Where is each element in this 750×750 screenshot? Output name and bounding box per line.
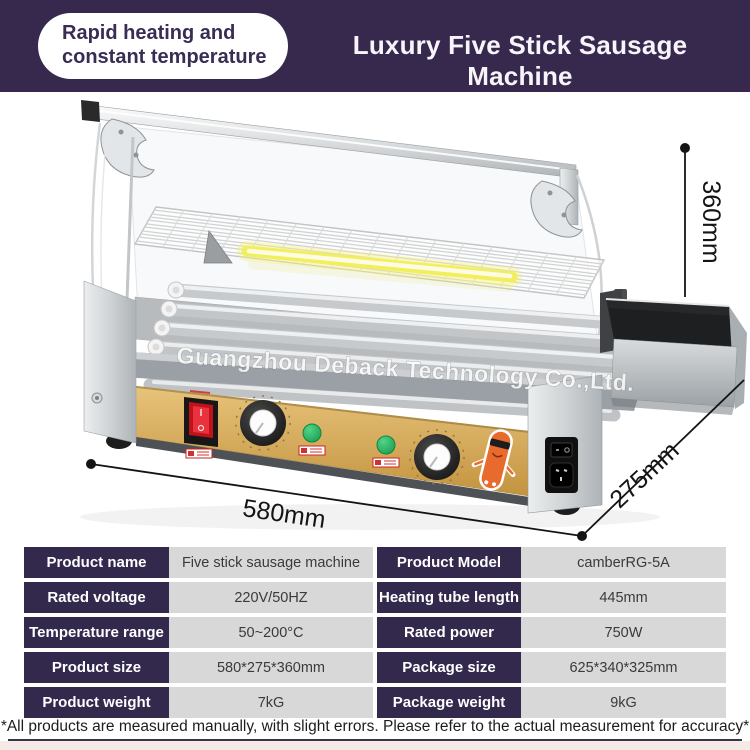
table-row: Rated power 750W (377, 617, 726, 648)
green-indicator (376, 435, 396, 455)
spec-label: Temperature range (24, 617, 169, 648)
warning-sticker (298, 445, 326, 456)
temperature-knob (235, 395, 291, 451)
depth-dimension-label: 275mm (605, 436, 685, 513)
spec-label: Product weight (24, 687, 169, 718)
bottom-divider (8, 739, 742, 741)
table-row: Rated voltage 220V/50HZ (24, 582, 373, 613)
spec-label: Product Model (377, 547, 521, 578)
drawer (600, 289, 747, 415)
spec-label: Package weight (377, 687, 521, 718)
spec-label: Heating tube length (377, 582, 521, 613)
header-banner: Rapid heating and constant temperature L… (0, 0, 750, 92)
depth-dimension-line (581, 379, 745, 537)
table-row: Package size 625*340*325mm (377, 652, 726, 683)
feature-badge-line2: constant temperature (62, 46, 267, 68)
sausage-mascot-sticker (471, 429, 516, 491)
spec-value: 580*275*360mm (169, 652, 373, 683)
machine-body: Guangzhou Deback Technology Co.,Ltd. (80, 241, 747, 530)
spec-table-left: Product name Five stick sausage machine … (24, 547, 373, 722)
heating-tube (237, 241, 522, 292)
roller (169, 283, 619, 330)
spec-value: 220V/50HZ (169, 582, 373, 613)
product-photo: Guangzhou Deback Technology Co.,Ltd. 360… (0, 85, 750, 547)
temperature-knob (409, 429, 465, 485)
spec-label: Rated voltage (24, 582, 169, 613)
spec-value: camberRG-5A (521, 547, 726, 578)
power-switch (184, 390, 218, 447)
measurement-disclaimer: *All products are measured manually, wit… (0, 718, 750, 735)
warning-sticker (372, 457, 400, 468)
spec-label: Product size (24, 652, 169, 683)
base-strip (136, 437, 536, 507)
spec-value: Five stick sausage machine (169, 547, 373, 578)
feature-badge: Rapid heating and constant temperature (38, 13, 288, 79)
table-row: Product size 580*275*360mm (24, 652, 373, 683)
spec-value: 7kG (169, 687, 373, 718)
height-dimension-label: 360mm (697, 180, 725, 263)
bottom-strip (0, 741, 750, 750)
left-side-panel (83, 280, 137, 444)
feature-badge-line1: Rapid heating and (62, 22, 236, 45)
spec-value: 9kG (521, 687, 726, 718)
spec-value: 625*340*325mm (521, 652, 726, 683)
table-row: Temperature range 50~200°C (24, 617, 373, 648)
table-row: Heating tube length 445mm (377, 582, 726, 613)
left-ornate-bracket (100, 118, 155, 178)
spec-label: Package size (377, 652, 521, 683)
page-title: Luxury Five Stick Sausage Machine (352, 30, 688, 91)
spec-value: 750W (521, 617, 726, 648)
spec-table-right: Product Model camberRG-5A Heating tube l… (377, 547, 726, 722)
power-socket (545, 437, 578, 493)
roller (149, 340, 629, 387)
roller (155, 321, 627, 368)
roller (162, 302, 624, 349)
table-row: Product weight 7kG (24, 687, 373, 718)
table-row: Product name Five stick sausage machine (24, 547, 373, 578)
rack-support-bracket (203, 229, 233, 264)
bar-end-cap (81, 100, 100, 122)
right-ornate-bracket (530, 180, 583, 238)
spec-label: Rated power (377, 617, 521, 648)
spec-label: Product name (24, 547, 169, 578)
table-row: Product Model camberRG-5A (377, 547, 726, 578)
spec-value: 50~200°C (169, 617, 373, 648)
sausage-machine-illustration: Guangzhou Deback Technology Co.,Ltd. 360… (80, 100, 747, 541)
table-row: Package weight 9kG (377, 687, 726, 718)
spec-value: 445mm (521, 582, 726, 613)
warning-sticker (185, 448, 213, 459)
green-indicator (302, 423, 322, 443)
width-dimension-line (90, 463, 583, 537)
